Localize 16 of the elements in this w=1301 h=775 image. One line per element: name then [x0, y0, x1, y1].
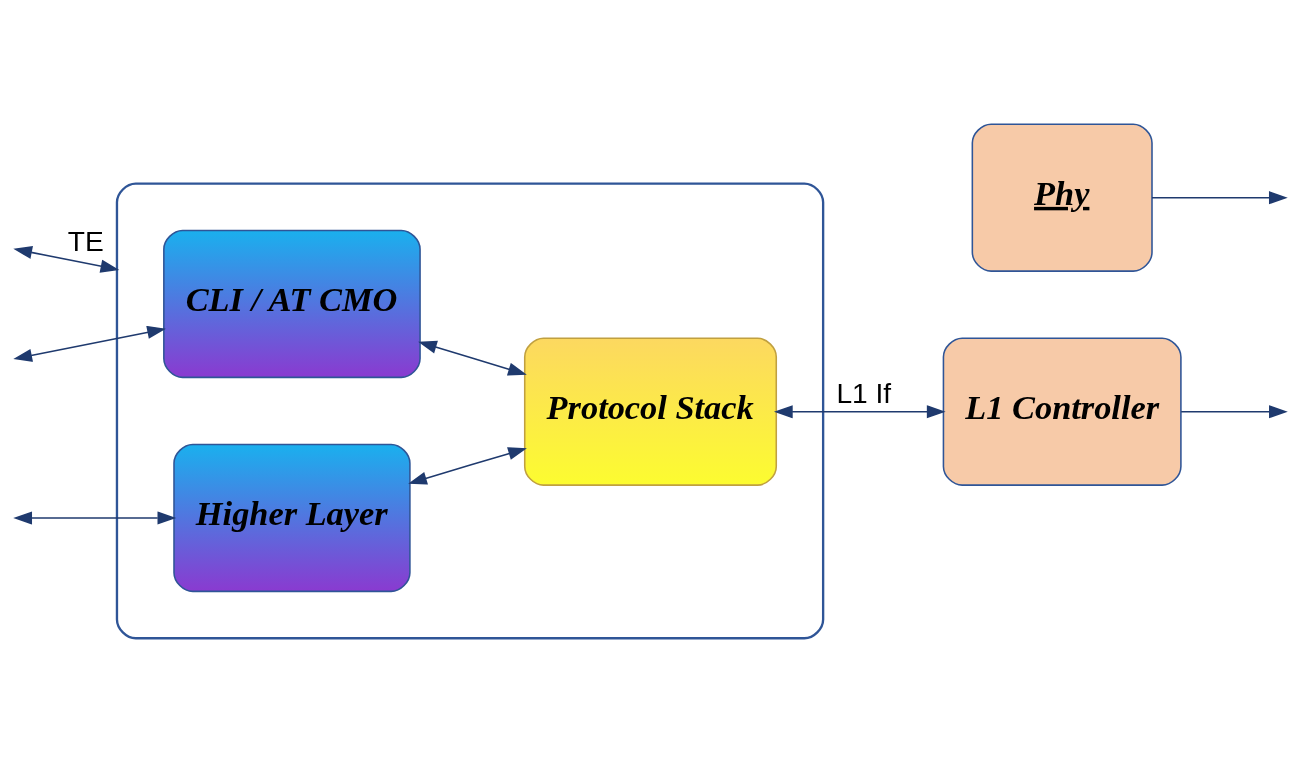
arrow — [13, 511, 177, 525]
arrow — [13, 325, 166, 362]
cluster — [115, 182, 825, 640]
node-box: L1 Controller — [942, 337, 1182, 486]
node-box: Phy — [971, 123, 1153, 272]
arrow — [1151, 191, 1288, 205]
arrow — [13, 246, 120, 273]
edge-label: TE — [67, 226, 104, 258]
arrow — [408, 447, 527, 485]
arrow — [773, 405, 946, 419]
arrow — [1180, 405, 1288, 419]
node-box: Higher Layer — [173, 443, 411, 593]
node-box: CLI / AT CMO — [163, 229, 421, 379]
node-box: Protocol Stack — [523, 337, 778, 486]
arrow — [418, 340, 527, 376]
edge-label: L1 If — [836, 377, 892, 409]
